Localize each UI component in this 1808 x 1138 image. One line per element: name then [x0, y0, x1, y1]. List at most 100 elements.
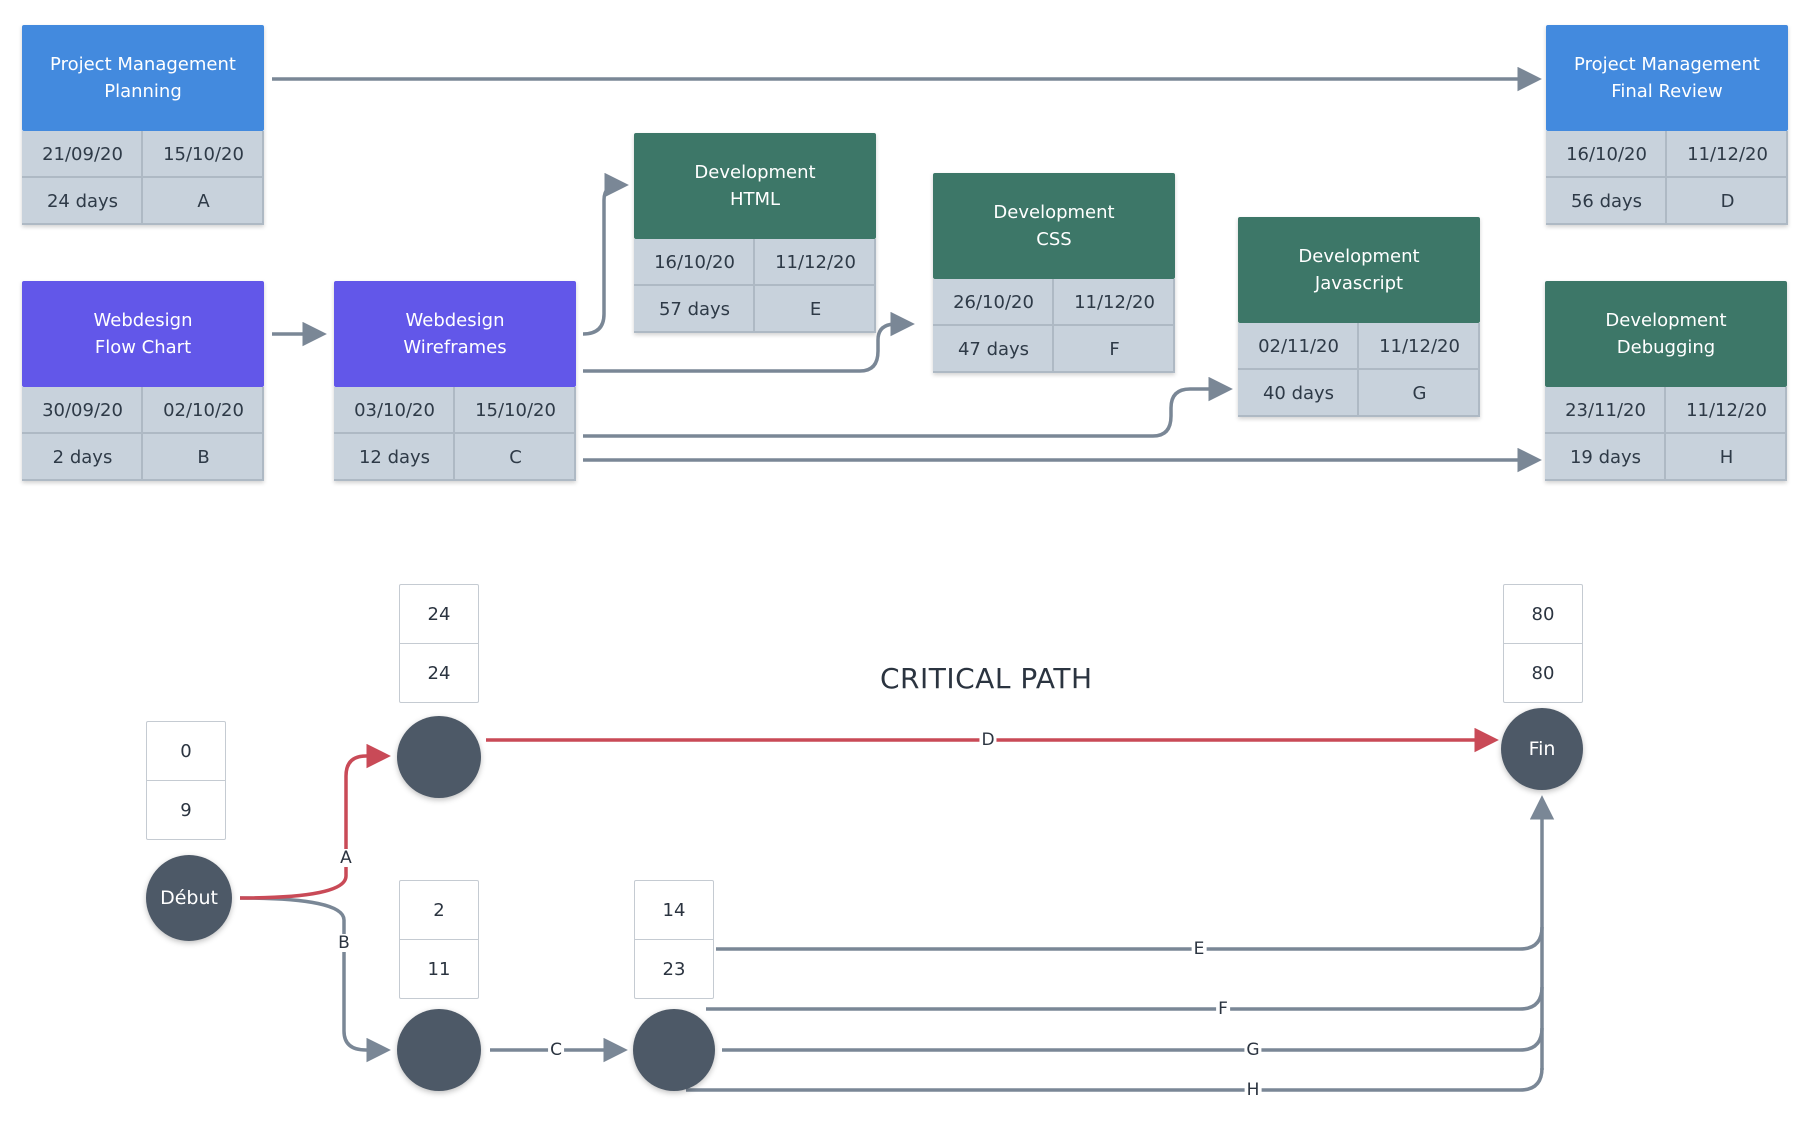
- task-end-date: 11/12/20: [1054, 279, 1175, 326]
- task-header: Development CSS: [933, 173, 1175, 279]
- task-duration: 47 days: [933, 326, 1054, 373]
- edge-label-b: B: [336, 933, 352, 953]
- task-end-date: 02/10/20: [143, 387, 264, 434]
- edge-label-f: F: [1216, 999, 1230, 1019]
- task-id: B: [143, 434, 264, 481]
- latest-time: 23: [635, 939, 713, 998]
- task-card-d[interactable]: Project Management Final Review 16/10/20…: [1546, 25, 1788, 225]
- task-title-line1: Development: [993, 202, 1115, 223]
- connector-c-to-g: [583, 376, 1233, 438]
- task-title-line1: Project Management: [1574, 54, 1760, 75]
- task-card-a[interactable]: Project Management Planning 21/09/20 15/…: [22, 25, 264, 225]
- task-end-date: 11/12/20: [1667, 131, 1788, 178]
- task-start-date: 26/10/20: [933, 279, 1054, 326]
- task-end-date: 11/12/20: [1666, 387, 1787, 434]
- connector-c-to-f: [583, 311, 915, 373]
- latest-time: 11: [400, 939, 478, 998]
- task-id: E: [755, 286, 876, 333]
- task-header: Webdesign Wireframes: [334, 281, 576, 387]
- task-title-line2: Final Review: [1611, 81, 1723, 102]
- task-start-date: 16/10/20: [1546, 131, 1667, 178]
- task-header: Webdesign Flow Chart: [22, 281, 264, 387]
- task-end-date: 11/12/20: [755, 239, 876, 286]
- edge-f: [706, 986, 1544, 1011]
- task-header: Project Management Final Review: [1546, 25, 1788, 131]
- task-duration: 24 days: [22, 178, 143, 225]
- task-header: Development Javascript: [1238, 217, 1480, 323]
- task-header: Development Debugging: [1545, 281, 1787, 387]
- edge-label-d: D: [979, 730, 997, 750]
- node-2[interactable]: [397, 1009, 481, 1091]
- task-start-date: 23/11/20: [1545, 387, 1666, 434]
- task-id: H: [1666, 434, 1787, 481]
- end-node-times: 80 80: [1503, 584, 1583, 703]
- start-node[interactable]: Début: [146, 855, 232, 941]
- task-start-date: 03/10/20: [334, 387, 455, 434]
- task-title-line2: HTML: [729, 189, 781, 210]
- task-start-date: 21/09/20: [22, 131, 143, 178]
- node-3-times: 14 23: [634, 880, 714, 999]
- node-1-times: 24 24: [399, 584, 479, 703]
- edge-label-c: C: [548, 1040, 564, 1060]
- start-node-times: 0 9: [146, 721, 226, 840]
- task-duration: 57 days: [634, 286, 755, 333]
- task-id: F: [1054, 326, 1175, 373]
- task-duration: 56 days: [1546, 178, 1667, 225]
- node-3[interactable]: [633, 1009, 715, 1091]
- task-end-date: 11/12/20: [1359, 323, 1480, 370]
- task-title-line2: Planning: [104, 81, 182, 102]
- task-card-b[interactable]: Webdesign Flow Chart 30/09/20 02/10/20 2…: [22, 281, 264, 481]
- earliest-time: 14: [662, 899, 686, 921]
- critical-path-title: CRITICAL PATH: [880, 662, 1093, 695]
- end-node[interactable]: Fin: [1501, 708, 1583, 790]
- task-id: G: [1359, 370, 1480, 417]
- edge-label-h: H: [1244, 1080, 1262, 1100]
- task-title-line1: Development: [1605, 310, 1727, 331]
- connector-c-to-e: [582, 172, 629, 336]
- edge-label-g: G: [1244, 1040, 1262, 1060]
- earliest-time: 80: [1531, 603, 1555, 625]
- task-end-date: 15/10/20: [143, 131, 264, 178]
- edge-label-e: E: [1191, 939, 1207, 959]
- node-2-times: 2 11: [399, 880, 479, 999]
- edge-g: [722, 1027, 1544, 1052]
- earliest-time: 24: [427, 603, 451, 625]
- earliest-time: 2: [433, 899, 445, 921]
- task-duration: 12 days: [334, 434, 455, 481]
- edge-e: [716, 926, 1544, 951]
- task-card-f[interactable]: Development CSS 26/10/20 11/12/20 47 day…: [933, 173, 1175, 373]
- task-id: C: [455, 434, 576, 481]
- task-duration: 40 days: [1238, 370, 1359, 417]
- earliest-time: 0: [180, 740, 192, 762]
- task-title-line1: Project Management: [50, 54, 236, 75]
- edge-h: [686, 1067, 1544, 1092]
- task-id: A: [143, 178, 264, 225]
- task-title-line2: Flow Chart: [94, 337, 192, 358]
- task-title-line2: CSS: [1036, 229, 1072, 250]
- task-card-c[interactable]: Webdesign Wireframes 03/10/20 15/10/20 1…: [334, 281, 576, 481]
- task-card-e[interactable]: Development HTML 16/10/20 11/12/20 57 da…: [634, 133, 876, 333]
- edge-b: [239, 896, 391, 1063]
- latest-time: 9: [147, 780, 225, 839]
- edge-label-a: A: [338, 848, 354, 868]
- task-title-line1: Development: [694, 162, 816, 183]
- edge-a: [239, 743, 391, 900]
- task-id: D: [1667, 178, 1788, 225]
- task-start-date: 02/11/20: [1238, 323, 1359, 370]
- task-card-h[interactable]: Development Debugging 23/11/20 11/12/20 …: [1545, 281, 1787, 481]
- task-title-line2: Wireframes: [403, 337, 507, 358]
- task-title-line2: Javascript: [1314, 273, 1404, 294]
- node-1[interactable]: [397, 716, 481, 798]
- task-duration: 19 days: [1545, 434, 1666, 481]
- task-title-line2: Debugging: [1616, 337, 1716, 358]
- latest-time: 24: [400, 643, 478, 702]
- task-duration: 2 days: [22, 434, 143, 481]
- task-title-line1: Webdesign: [93, 310, 193, 331]
- task-header: Project Management Planning: [22, 25, 264, 131]
- task-start-date: 30/09/20: [22, 387, 143, 434]
- task-card-g[interactable]: Development Javascript 02/11/20 11/12/20…: [1238, 217, 1480, 417]
- task-start-date: 16/10/20: [634, 239, 755, 286]
- task-title-line1: Development: [1298, 246, 1420, 267]
